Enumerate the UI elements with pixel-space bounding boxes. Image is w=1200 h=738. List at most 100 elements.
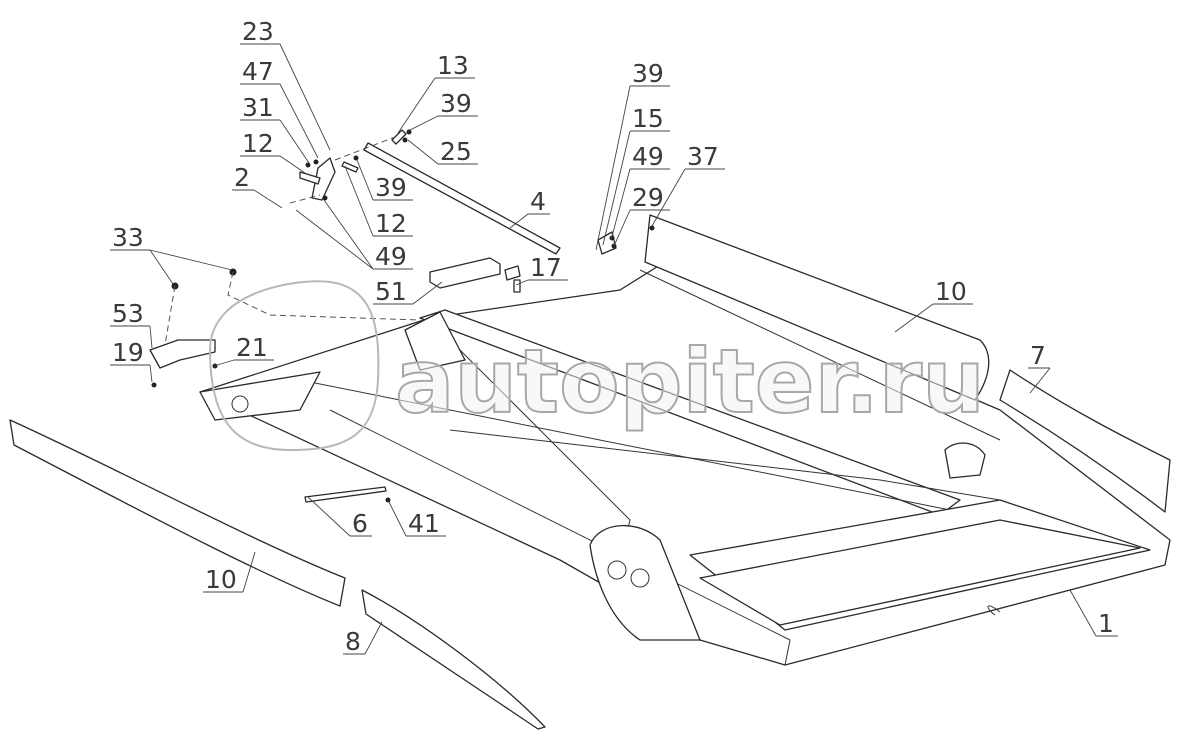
leader-line	[651, 168, 725, 227]
callout-number: 31	[242, 93, 274, 122]
callout-number: 29	[632, 183, 664, 212]
leader-line	[515, 279, 568, 286]
callout-number: 19	[112, 338, 144, 367]
side-shield-right	[644, 214, 990, 401]
watermark-text: autopiter.ru	[395, 330, 985, 433]
leader-line	[343, 621, 383, 655]
callout-number: 33	[112, 223, 144, 252]
leader-line	[595, 85, 670, 251]
leader-line	[610, 168, 670, 241]
callout-23: 23	[240, 17, 331, 151]
leader-line	[110, 249, 233, 285]
callout-21: 21	[213, 333, 274, 367]
callout-number: 8	[345, 627, 361, 656]
callout-number: 39	[632, 59, 664, 88]
callout-53: 53	[110, 299, 153, 349]
callout-number: 49	[375, 242, 407, 271]
callout-number: 1	[1098, 609, 1114, 638]
callout-39: 39	[356, 159, 413, 202]
side-shield-left	[9, 419, 346, 607]
callout-number: 21	[236, 333, 268, 362]
callout-number: 25	[440, 137, 472, 166]
shield-7	[999, 369, 1171, 513]
callout-25: 25	[407, 137, 478, 166]
callout-number: 13	[437, 51, 469, 80]
callout-12: 12	[240, 129, 306, 174]
cylinder-53	[149, 339, 216, 369]
leader-line	[240, 155, 306, 174]
leader-line	[110, 325, 153, 349]
leader-line	[509, 213, 550, 229]
callout-51: 51	[373, 277, 443, 306]
callout-number: 51	[375, 277, 407, 306]
callout-number: 15	[632, 104, 664, 133]
callout-number: 4	[530, 187, 546, 216]
leader-line	[295, 199, 413, 270]
header-frame	[199, 264, 1171, 666]
leader-line	[213, 359, 274, 367]
callout-12: 12	[344, 165, 413, 238]
leader-line	[110, 364, 153, 383]
callout-number: 41	[408, 509, 440, 538]
callout-number: 47	[242, 57, 274, 86]
callout-1: 1	[1069, 589, 1118, 638]
callout-number: 10	[205, 565, 237, 594]
callout-number: 7	[1030, 341, 1046, 370]
leader-line	[240, 119, 310, 164]
leader-line	[203, 551, 256, 593]
watermark-logo	[208, 280, 380, 452]
callout-49: 49	[610, 142, 670, 241]
callout-number: 49	[632, 142, 664, 171]
callout-number: 2	[234, 163, 250, 192]
shield-8	[361, 589, 546, 730]
leader-line	[894, 303, 973, 333]
callout-13: 13	[397, 51, 475, 134]
leader-line	[602, 130, 670, 246]
leader-line	[1069, 589, 1118, 637]
rod-6	[304, 486, 387, 503]
callout-6: 6	[307, 496, 372, 538]
callout-4: 4	[509, 187, 550, 229]
leader-line	[232, 189, 283, 209]
callout-number: 12	[375, 209, 407, 238]
callout-49: 49	[295, 199, 413, 271]
leader-line	[240, 83, 319, 159]
leader-line	[613, 209, 670, 247]
callout-10: 10	[894, 277, 973, 333]
callout-2: 2	[232, 163, 283, 209]
leader-line	[388, 501, 446, 537]
leader-line	[409, 115, 478, 131]
leader-line	[397, 77, 475, 134]
leader-line	[407, 139, 478, 165]
callout-number: 23	[242, 17, 274, 46]
leader-line	[344, 165, 413, 237]
callout-number: 37	[687, 142, 719, 171]
part-51	[429, 257, 501, 289]
watermark: autopiter.ru	[208, 280, 986, 452]
leader-line	[307, 496, 372, 537]
callout-33: 33	[110, 223, 233, 285]
callout-number: 10	[935, 277, 967, 306]
callout-7: 7	[1028, 341, 1051, 394]
callout-47: 47	[240, 57, 319, 159]
callout-39: 39	[595, 59, 670, 251]
callout-31: 31	[240, 93, 310, 164]
leader-line	[373, 281, 443, 305]
callout-29: 29	[613, 183, 670, 247]
callout-number: 6	[352, 509, 368, 538]
callout-number: 39	[375, 173, 407, 202]
callout-39: 39	[409, 89, 478, 131]
callout-41: 41	[388, 501, 446, 538]
callout-number: 53	[112, 299, 144, 328]
callout-37: 37	[651, 142, 725, 227]
callout-number: 17	[530, 253, 562, 282]
callout-17: 17	[515, 253, 568, 286]
callout-19: 19	[110, 338, 153, 383]
callout-number: 12	[242, 129, 274, 158]
callout-8: 8	[343, 621, 383, 656]
callout-15: 15	[602, 104, 670, 246]
bracket-23	[311, 157, 336, 201]
